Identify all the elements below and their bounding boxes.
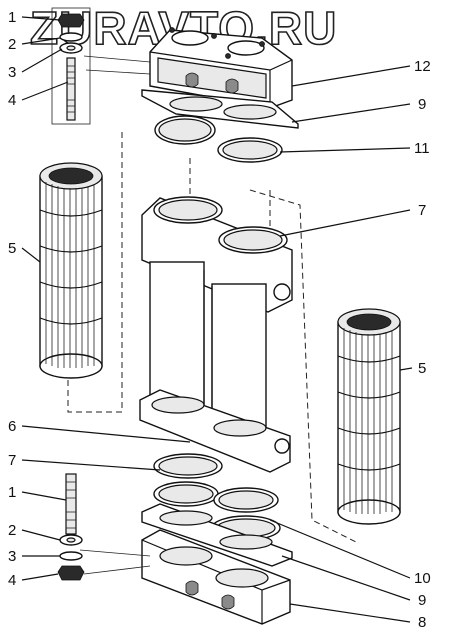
filter-housing [139, 196, 293, 473]
bottom-cover [141, 529, 291, 625]
callout-labels: 1 2 3 4 12 9 11 7 5 5 6 7 1 2 3 4 10 9 8 [8, 9, 431, 631]
callout-left-5: 5 [8, 240, 16, 257]
exploded-guide-lines [67, 132, 357, 543]
bottom-washer-spring [59, 551, 83, 561]
bottom-fastener-kit [57, 473, 151, 581]
callout-right-7-top: 7 [418, 202, 426, 219]
top-washer-spring [59, 32, 83, 42]
bottom-gasket [141, 503, 293, 567]
top-fastener-kit [51, 7, 151, 125]
callout-bottom-3: 3 [8, 548, 16, 565]
callout-bottom-4: 4 [8, 572, 16, 589]
bottom-seal-rings [153, 453, 281, 541]
top-stud [66, 57, 76, 121]
top-seal-rings [154, 115, 283, 163]
callout-top-3: 3 [8, 64, 16, 81]
callout-right-11: 11 [414, 140, 430, 157]
leader-lines [21, 16, 413, 623]
callout-top-1: 1 [8, 9, 16, 26]
callout-top-2: 2 [8, 36, 16, 53]
top-cover [149, 27, 293, 109]
top-gasket [141, 89, 299, 129]
callout-right-12: 12 [414, 58, 431, 75]
top-kit-frame [51, 7, 91, 125]
callout-bottom-2: 2 [8, 522, 16, 539]
callout-right-5: 5 [418, 360, 426, 377]
callout-right-9-bottom: 9 [418, 592, 426, 609]
callout-top-4: 4 [8, 92, 16, 109]
filter-element-right [337, 308, 401, 525]
bottom-nut [57, 565, 85, 581]
callout-left-6: 6 [8, 418, 16, 435]
filter-element-left [39, 162, 103, 379]
bottom-stud [65, 473, 77, 535]
callout-right-9-top: 9 [418, 96, 426, 113]
top-nut [57, 13, 85, 28]
callout-bottom-1: 1 [8, 484, 16, 501]
callout-left-7: 7 [8, 452, 16, 469]
callout-right-10: 10 [414, 570, 431, 587]
callout-right-8: 8 [418, 614, 426, 631]
